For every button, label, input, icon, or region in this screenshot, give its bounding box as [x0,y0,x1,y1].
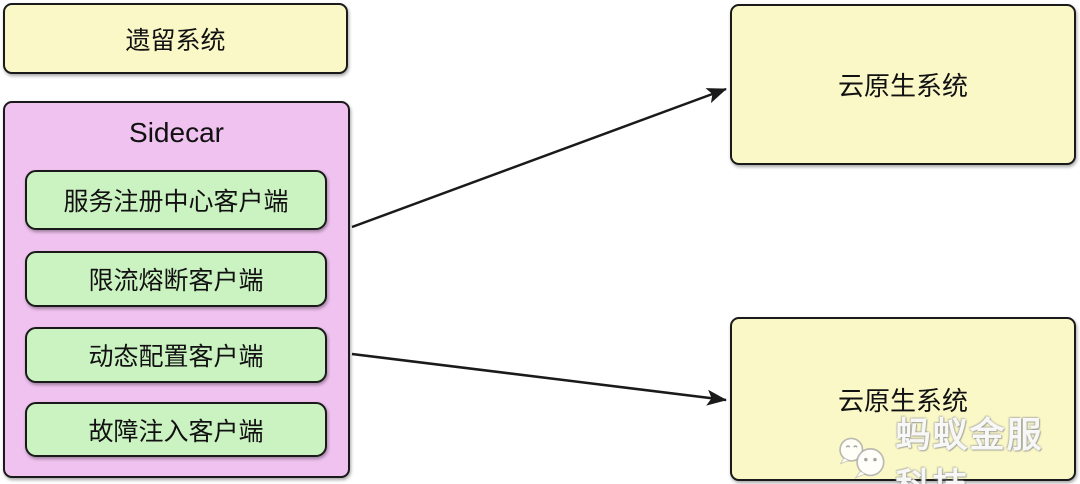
client-label: 动态配置客户端 [88,343,264,371]
legacy-system-box: 遗留系统 [3,3,348,74]
client-box-fault-injection: 故障注入客户端 [25,402,327,457]
cloud-native-box-1: 云原生系统 [730,4,1076,165]
legacy-system-label: 遗留系统 [125,26,226,55]
sidecar-title: Sidecar [129,117,224,148]
client-label: 故障注入客户端 [88,417,264,446]
client-label: 服务注册中心客户端 [63,188,289,216]
cloud-native-label: 云原生系统 [837,385,968,416]
client-box-dynamic-config: 动态配置客户端 [25,327,327,383]
arrow-to-cloud-2 [351,352,727,406]
cloud-native-label: 云原生系统 [837,71,968,101]
arrow-to-cloud-1 [351,87,727,229]
cloud-native-box-2: 云原生系统 [730,317,1076,481]
client-box-rate-limit-circuit-breaker: 限流熔断客户端 [25,251,327,307]
client-box-service-registry: 服务注册中心客户端 [25,170,327,230]
client-label: 限流熔断客户端 [88,267,264,295]
